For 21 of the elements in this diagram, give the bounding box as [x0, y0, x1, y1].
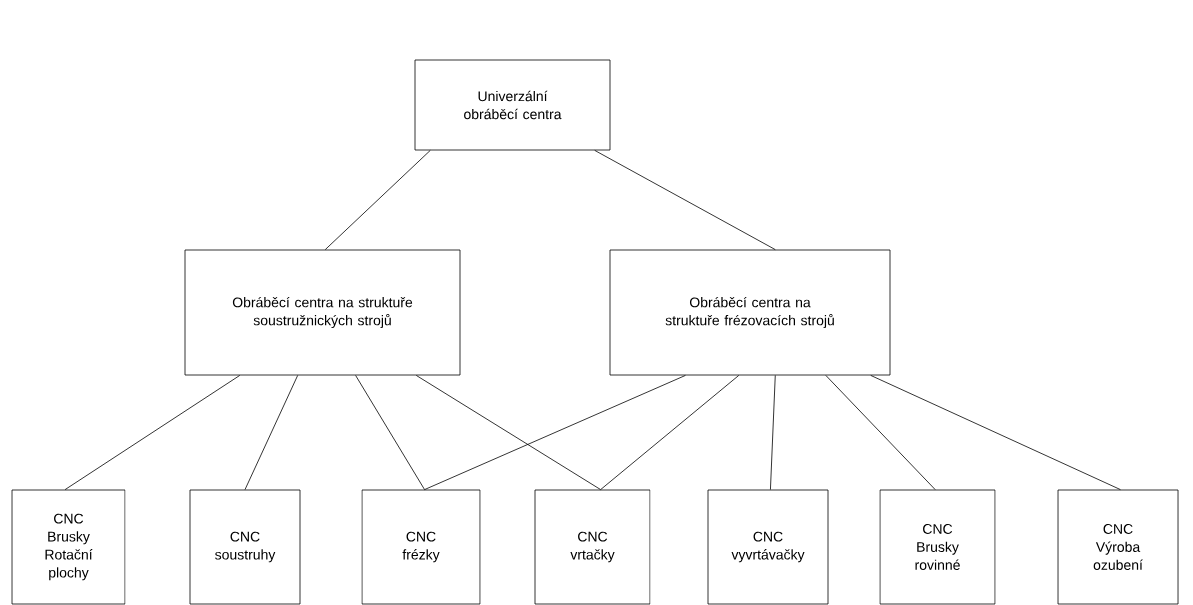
connector-line — [825, 375, 936, 490]
box: CNC Brusky Rotační plochy — [11, 489, 126, 605]
connector-line — [600, 375, 740, 490]
box: CNC vrtačky — [534, 489, 651, 605]
box: CNC soustruhy — [189, 489, 301, 605]
connector-line — [770, 375, 776, 490]
box: CNC frézky — [361, 489, 481, 605]
connector-line — [870, 375, 1121, 490]
connector-line — [64, 375, 241, 490]
box: Obráběcí centra na struktuře frézovacích strojů — [609, 249, 891, 376]
connector-line — [355, 375, 425, 490]
connector-line — [244, 375, 299, 490]
connector-line — [415, 375, 601, 490]
box: Obráběcí centra na struktuře soustružnických strojů — [184, 249, 461, 376]
connector-line — [424, 375, 686, 490]
box: CNC Brusky rovinné — [879, 489, 996, 605]
connector-line — [324, 150, 431, 250]
box: CNC vyvrtávačky — [707, 489, 829, 605]
box: CNC Výroba ozubení — [1057, 489, 1179, 605]
box: Univerzální obráběcí centra — [414, 59, 611, 151]
connector-line — [594, 150, 776, 250]
